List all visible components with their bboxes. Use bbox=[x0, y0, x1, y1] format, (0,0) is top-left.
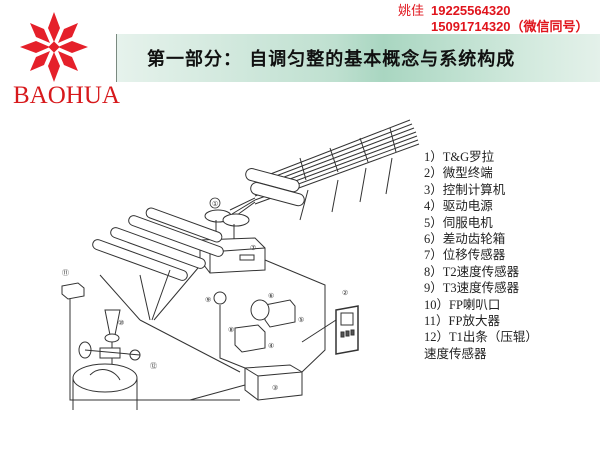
callout-6: ⑥ bbox=[268, 292, 274, 300]
micro-terminal bbox=[301, 305, 359, 355]
callout-7: ⑦ bbox=[250, 244, 256, 252]
creel-rollers bbox=[229, 119, 420, 221]
callout-11: ⑪ bbox=[62, 269, 69, 277]
legend-item: 10）FP喇叭口 bbox=[424, 297, 501, 312]
drive-power bbox=[234, 324, 266, 353]
legend-item: 3）控制计算机 bbox=[424, 182, 506, 197]
callout-2: ② bbox=[342, 289, 348, 297]
logo-text: BAOHUA bbox=[13, 82, 120, 109]
callout-9: ⑨ bbox=[205, 296, 211, 304]
callout-8: ⑧ bbox=[228, 326, 234, 334]
page-title: 第一部分： 自调匀整的基本概念与系统构成 bbox=[147, 49, 516, 70]
contact-name: 姚佳 bbox=[398, 4, 425, 19]
fp-amplifier bbox=[61, 282, 85, 300]
legend-item: 5）伺服电机 bbox=[424, 215, 493, 230]
callout-3: ③ bbox=[272, 384, 278, 392]
legend-item: 4）驱动电源 bbox=[424, 199, 493, 214]
legend-item: 2）微型终端 bbox=[424, 166, 493, 181]
title-bar: 第一部分： 自调匀整的基本概念与系统构成 bbox=[116, 34, 600, 82]
legend-item: 7）位移传感器 bbox=[424, 248, 506, 263]
callout-12: ⑫ bbox=[150, 362, 157, 370]
baohua-logo: BAOHUA bbox=[4, 6, 120, 109]
autoleveler-system-diagram: ① ⑩ bbox=[40, 110, 420, 410]
legend-item: 6）差动齿轮箱 bbox=[424, 232, 506, 247]
contact-phone-2: 15091714320（微信同号） bbox=[431, 19, 589, 34]
legend-item: 9）T3速度传感器 bbox=[424, 281, 520, 296]
control-computer bbox=[244, 364, 303, 401]
contact-phone-1: 19225564320 bbox=[431, 3, 511, 18]
flower-star-icon bbox=[20, 12, 88, 82]
coiler bbox=[72, 309, 141, 410]
legend-item: 8）T2速度传感器 bbox=[424, 264, 520, 279]
legend-item: 11）FP放大器 bbox=[424, 314, 500, 329]
servo-motor bbox=[250, 299, 296, 328]
drafting-rollers bbox=[92, 207, 224, 321]
legend-item: 1）T&G罗拉 bbox=[424, 150, 495, 164]
callout-4: ④ bbox=[268, 342, 274, 350]
callout-10: ⑩ bbox=[118, 319, 124, 327]
legend-item: 速度传感器 bbox=[424, 346, 487, 361]
callout-1: ① bbox=[212, 200, 218, 208]
legend-item: 12）T1出条（压辊） bbox=[424, 330, 538, 345]
component-legend: 1）T&G罗拉 2）微型终端 3）控制计算机 4）驱动电源 5）伺服电机 6）差… bbox=[424, 149, 538, 362]
contact-info: 姚佳 19225564320 15091714320（微信同号） bbox=[398, 3, 589, 34]
callout-5: ⑤ bbox=[298, 316, 304, 324]
